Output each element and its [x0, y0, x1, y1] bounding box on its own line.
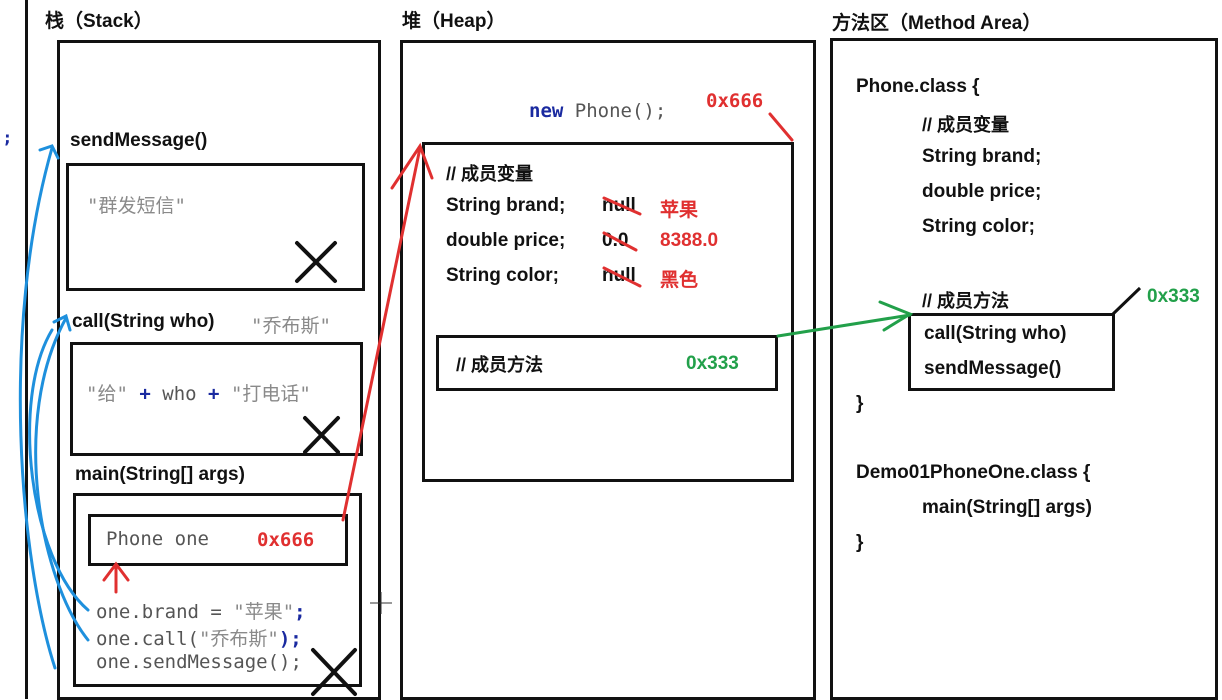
ma-field-price: double price;	[922, 181, 1042, 202]
heap-methods-box: // 成员方法 0x333	[436, 335, 778, 391]
ma-field-color: String color;	[922, 216, 1035, 237]
frame-sendmessage-body: "群发短信"	[87, 195, 186, 217]
heap-field-color-new: 黑色	[660, 270, 699, 291]
ma-method-send: sendMessage()	[924, 358, 1062, 379]
frame-call-arg: "乔布斯"	[251, 315, 331, 337]
phone-class-header: Phone.class {	[856, 76, 980, 97]
code-2a: one.call(	[96, 628, 199, 650]
code-line-1: one.brand = "苹果";	[96, 597, 306, 624]
code-1c: ;	[294, 601, 306, 623]
heap-title: 堆（Heap）	[402, 11, 506, 32]
heap-field-brand: String brand;	[446, 195, 566, 216]
heap-methods-comment: // 成员方法	[456, 355, 544, 375]
code-1b: "苹果"	[233, 601, 295, 623]
code-line-2: one.call("乔布斯");	[96, 624, 302, 651]
blue-arrowhead-sendmessage	[38, 144, 60, 160]
demo-class-header: Demo01PhoneOne.class {	[856, 462, 1091, 483]
call-plus-2: +	[208, 383, 220, 405]
heap-field-price-old: 0.0	[602, 230, 629, 251]
demo-class-close: }	[856, 532, 864, 553]
heap-member-vars-comment: // 成员变量	[446, 164, 534, 184]
heap-new-rest: Phone();	[574, 100, 667, 122]
frame-main-label: main(String[] args)	[75, 464, 245, 485]
left-edge-code: );	[0, 128, 13, 148]
method-area-title: 方法区（Method Area）	[832, 13, 1042, 34]
code-1a: one.brand =	[96, 601, 234, 623]
heap-field-brand-new: 苹果	[660, 200, 699, 221]
heap-phone-object	[422, 142, 794, 482]
frame-call: "给" + who + "打电话"	[70, 342, 363, 456]
code-2c: );	[278, 628, 302, 650]
heap-field-price: double price;	[446, 230, 566, 251]
ma-methods-addr: 0x333	[1147, 286, 1200, 307]
heap-methods-addr: 0x333	[686, 353, 739, 374]
heap-field-color-old: null	[602, 265, 636, 286]
ma-method-call: call(String who)	[924, 323, 1067, 344]
call-str-1: "给"	[86, 383, 128, 405]
ma-methods-box: call(String who) sendMessage()	[908, 313, 1115, 391]
phone-one-addr: 0x666	[257, 529, 315, 551]
heap-new-kw: new	[529, 100, 564, 122]
left-divider	[25, 0, 28, 699]
call-str-2: "打电话"	[230, 383, 311, 405]
frame-sendmessage-label: sendMessage()	[70, 130, 208, 151]
frame-sendmessage: "群发短信"	[66, 163, 365, 291]
heap-object-addr: 0x666	[706, 90, 764, 112]
phone-one-name: Phone one	[106, 528, 209, 550]
ma-field-brand: String brand;	[922, 146, 1042, 167]
heap-field-color: String color;	[446, 265, 559, 286]
heap-field-brand-old: null	[602, 195, 636, 216]
frame-call-label: call(String who)	[72, 311, 215, 332]
ma-methods-comment: // 成员方法	[922, 291, 1010, 311]
phone-one-var: Phone one 0x666	[88, 514, 348, 566]
heap-field-price-new: 8388.0	[660, 230, 719, 251]
call-plus-1: +	[139, 383, 151, 405]
heap-new-expr: new Phone();	[529, 100, 666, 122]
code-2b: "乔布斯"	[198, 628, 279, 650]
code-line-3: one.sendMessage();	[96, 651, 302, 673]
stack-title: 栈（Stack）	[45, 11, 153, 32]
ma-member-vars-comment: // 成员变量	[922, 115, 1010, 135]
demo-main-method: main(String[] args)	[922, 497, 1092, 518]
phone-class-close: }	[856, 393, 864, 414]
call-who: who	[162, 383, 197, 405]
